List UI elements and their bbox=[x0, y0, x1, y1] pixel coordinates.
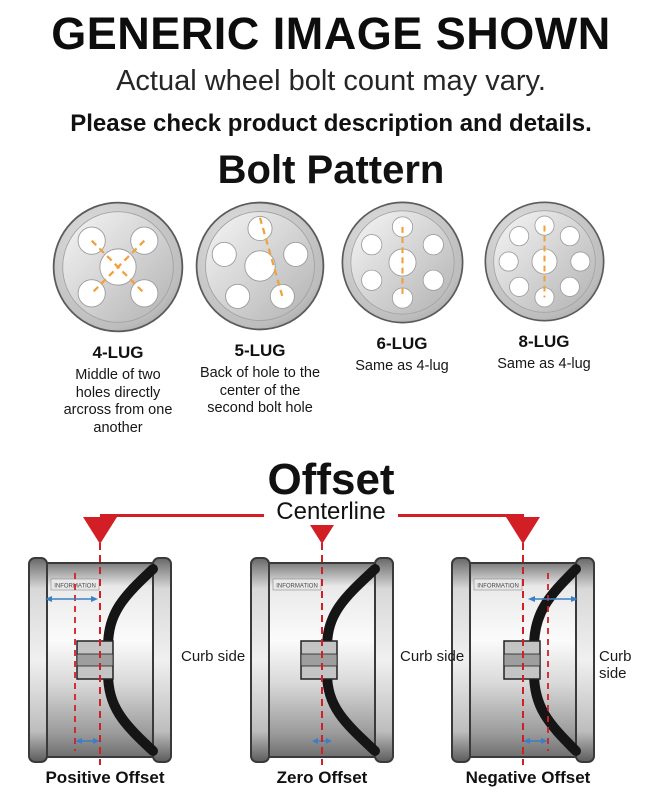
centerline-label: Centerline bbox=[264, 498, 398, 525]
lug-item-8: 8-LUG Same as 4-lug bbox=[473, 199, 615, 438]
lug-label: 4-LUG bbox=[92, 343, 144, 362]
backspacing-arrow bbox=[528, 596, 578, 602]
positive-offset-label: Positive Offset bbox=[45, 768, 165, 787]
zero-offset-label: Zero Offset bbox=[276, 768, 368, 787]
centerline-dashed-line bbox=[321, 543, 323, 765]
curb-side-label: Curb side bbox=[400, 648, 465, 665]
note-text: Please check product description and det… bbox=[70, 110, 592, 137]
bolt-pattern-row: 4-LUG Middle of two holes directly arcro… bbox=[0, 199, 662, 438]
hub bbox=[76, 640, 114, 680]
lug-description: Same as 4-lug bbox=[497, 356, 591, 372]
lug-label: 6-LUG bbox=[376, 334, 428, 353]
wheel-8lug-icon bbox=[484, 201, 604, 322]
measure-lines bbox=[90, 239, 146, 295]
rim-flange-left bbox=[451, 557, 471, 763]
lug-item-6: 6-LUG Same as 4-lug bbox=[331, 199, 473, 438]
centerline-dashed-line bbox=[522, 543, 524, 765]
lug-holes bbox=[498, 215, 590, 308]
measure-lines bbox=[258, 217, 284, 297]
curb-side-label: Curb side bbox=[181, 648, 246, 665]
centerline-label-wrap: Centerline bbox=[0, 498, 662, 526]
wheel-4lug-icon bbox=[52, 201, 184, 333]
wheel-marking-plate: INFORMATION bbox=[272, 578, 322, 591]
lug-holes bbox=[211, 215, 309, 309]
lug-description: Middle of two holes directly arcross fro… bbox=[63, 367, 173, 437]
hub bbox=[300, 640, 338, 680]
lug-label: 8-LUG bbox=[518, 332, 570, 351]
lug-description: Back of hole to the center of the second… bbox=[199, 365, 321, 417]
centerline-dashed-line bbox=[99, 543, 101, 765]
offset-section: Offset Centerline INFORMATION bbox=[0, 455, 662, 800]
lug-label: 5-LUG bbox=[234, 341, 286, 360]
subtitle: Actual wheel bolt count may vary. bbox=[116, 65, 546, 97]
backspacing-arrow bbox=[45, 596, 98, 602]
offset-arrow bbox=[75, 738, 100, 744]
rim-flange-left bbox=[28, 557, 48, 763]
offset-arrow bbox=[523, 738, 548, 744]
lug-item-4: 4-LUG Middle of two holes directly arcro… bbox=[47, 199, 189, 438]
lug-description: Same as 4-lug bbox=[355, 358, 449, 374]
wheel-marking-plate: INFORMATION bbox=[473, 578, 523, 591]
curb-side-label: Curb side bbox=[599, 648, 632, 682]
wheel-marking: INFORMATION bbox=[276, 584, 318, 590]
lug-item-5: 5-LUG Back of hole to the center of the … bbox=[189, 199, 331, 438]
centerline-marker-icon bbox=[83, 517, 117, 544]
rim-flange-right bbox=[575, 557, 595, 763]
page-title: GENERIC IMAGE SHOWN bbox=[51, 8, 611, 59]
wheel-5lug-icon bbox=[195, 201, 325, 331]
offset-heading: Offset bbox=[267, 455, 395, 504]
rim-flange-right bbox=[374, 557, 394, 763]
rim-flange-right bbox=[152, 557, 172, 763]
centerline-marker-icon bbox=[506, 517, 540, 544]
negative-offset-label: Negative Offset bbox=[465, 768, 591, 787]
wheel-marking: INFORMATION bbox=[477, 584, 519, 590]
rim-flange-left bbox=[250, 557, 270, 763]
wheel-6lug-icon bbox=[341, 201, 463, 324]
bolt-pattern-heading: Bolt Pattern bbox=[217, 148, 445, 192]
